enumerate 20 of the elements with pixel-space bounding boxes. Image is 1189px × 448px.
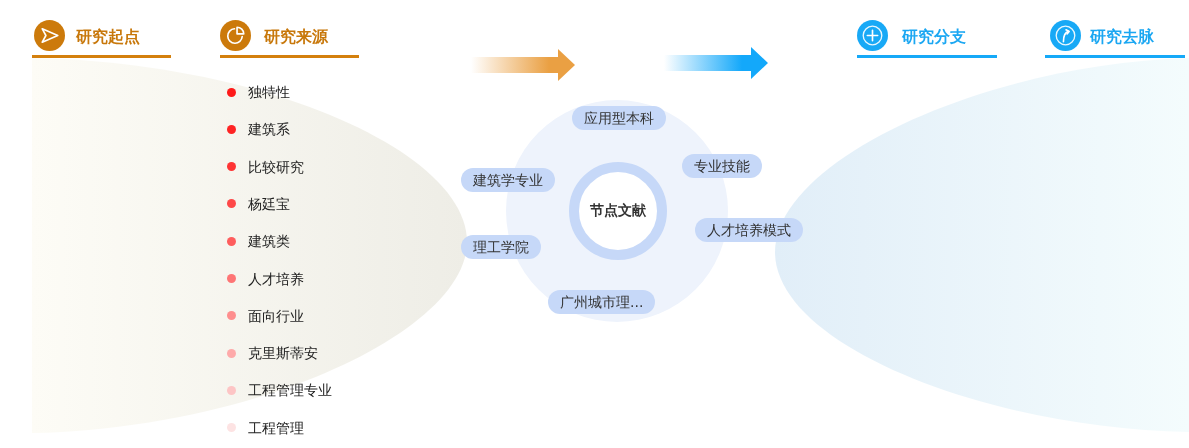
- keyword-text: 比较研究: [248, 157, 304, 176]
- keyword-text: 人才培养: [248, 269, 304, 288]
- keyword-text: 工程管理: [248, 418, 304, 437]
- section-heading: 研究来源: [264, 27, 328, 47]
- section-heading: 研究分支: [902, 27, 966, 47]
- keyword-tag: 建筑学专业: [461, 168, 555, 192]
- keyword-tag: 应用型本科: [572, 106, 666, 130]
- keyword-text: 独特性: [248, 83, 290, 101]
- keyword-text: 建筑类: [248, 232, 290, 251]
- keyword-text: 面向行业: [248, 306, 304, 325]
- keyword-tag: 专业技能: [682, 154, 762, 178]
- keyword-tag: 广州城市理...: [548, 290, 656, 314]
- keyword-text: 克里斯蒂安: [248, 344, 318, 363]
- section-heading: 研究起点: [76, 27, 140, 47]
- keyword-tag: 人才培养模式: [695, 218, 803, 242]
- keyword-tag: 理工学院: [461, 235, 541, 259]
- keyword-text: 建筑系: [248, 120, 290, 139]
- section-heading: 研究去脉: [1090, 27, 1154, 47]
- keyword-text: 工程管理专业: [248, 381, 332, 400]
- keyword-text: 杨廷宝: [248, 194, 290, 213]
